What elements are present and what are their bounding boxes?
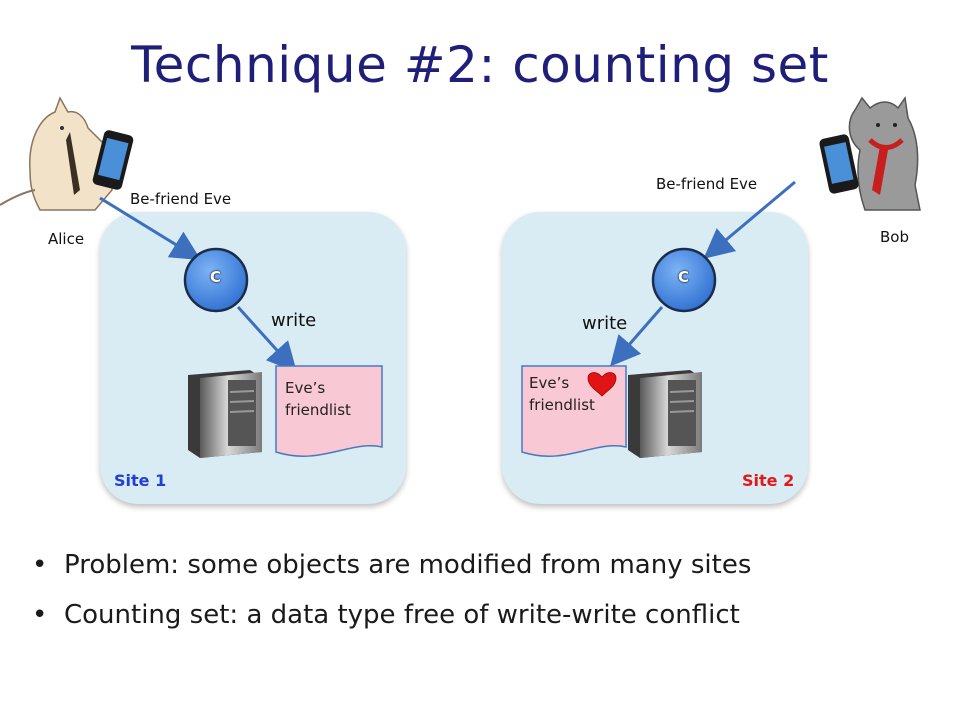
- site1-doc-line-1: Eve’s: [285, 379, 326, 397]
- heart-icon: [587, 372, 617, 397]
- site-1-panel: [100, 212, 406, 504]
- alice-cat-icon: [0, 96, 134, 211]
- site2-server-icon: [628, 370, 702, 458]
- site1-doc-text: Eve’s friendlist: [285, 377, 351, 421]
- site2-write-arrow: [610, 306, 664, 367]
- bullet-item-counting-set: Counting set: a data type free of write-…: [32, 595, 751, 645]
- site2-doc-text: Eve’s friendlist: [529, 372, 595, 416]
- site2-write-label: write: [582, 313, 628, 334]
- bullet-item-problem: Problem: some objects are modified from …: [32, 545, 751, 595]
- bob-cat-icon: [819, 96, 921, 211]
- site-1-label: Site 1: [114, 471, 167, 490]
- bullet-list: Problem: some objects are modified from …: [32, 545, 751, 645]
- site2-doc-line-2: friendlist: [529, 396, 595, 414]
- site1-doc-line-2: friendlist: [285, 401, 351, 419]
- bob-action-label: Be-friend Eve: [656, 175, 758, 193]
- site1-write-arrow: [236, 305, 298, 373]
- alice-phone-icon: [92, 130, 134, 190]
- alice-action-label: Be-friend Eve: [130, 190, 232, 208]
- bob-phone-icon: [819, 134, 859, 194]
- bob-label: Bob: [880, 228, 909, 246]
- site2-node: [651, 247, 717, 313]
- site1-server-icon: [188, 370, 262, 458]
- site2-doc-line-1: Eve’s: [529, 374, 570, 392]
- site1-friendlist-doc: [275, 365, 383, 457]
- site-2-label: Site 2: [742, 471, 795, 490]
- slide-title: Technique #2: counting set: [131, 36, 829, 94]
- alice-label: Alice: [48, 230, 85, 248]
- alice-to-node-arrow: [99, 196, 202, 261]
- bob-to-node-arrow: [703, 180, 796, 259]
- site2-node-label: C: [678, 268, 690, 286]
- site1-node: [183, 247, 249, 313]
- site1-node-label: C: [210, 268, 222, 286]
- site1-write-label: write: [271, 310, 317, 331]
